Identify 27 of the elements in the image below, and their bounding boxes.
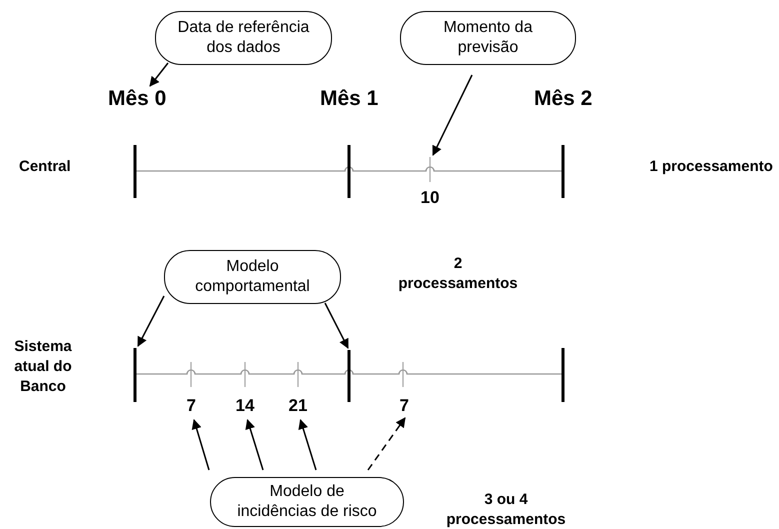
note-text: 3 ou 4 processamentos bbox=[445, 490, 567, 529]
arrow bbox=[432, 74, 473, 156]
day-label: 7 bbox=[400, 396, 409, 416]
day-label: 10 bbox=[420, 188, 440, 208]
month-label: Mês 2 bbox=[534, 87, 592, 111]
day-label: 14 bbox=[236, 396, 254, 416]
arrow bbox=[137, 296, 165, 347]
note-text: 1 processamento bbox=[650, 158, 773, 175]
callout-bubble: Modelo comportamental bbox=[164, 250, 341, 304]
row-label: Sistema atual do Banco bbox=[13, 337, 73, 397]
arrow bbox=[245, 419, 264, 470]
arrow bbox=[367, 417, 406, 470]
month-marker bbox=[134, 348, 136, 402]
callout-bubble: Modelo de incidências de risco bbox=[210, 477, 404, 527]
arrow bbox=[192, 419, 210, 470]
row-label: Central bbox=[19, 158, 71, 175]
month-label: Mês 1 bbox=[320, 87, 378, 111]
arrow bbox=[324, 302, 349, 349]
day-label: 7 bbox=[186, 396, 196, 416]
day-label: 21 bbox=[288, 396, 308, 416]
callout-bubble: Momento da previsão bbox=[400, 11, 576, 65]
month-marker bbox=[348, 350, 350, 402]
callout-bubble: Data de referência dos dados bbox=[155, 11, 332, 65]
note-text: 2 processamentos bbox=[397, 254, 519, 294]
arrow bbox=[298, 419, 317, 470]
month-label: Mês 0 bbox=[108, 87, 166, 111]
arrow bbox=[149, 62, 169, 87]
